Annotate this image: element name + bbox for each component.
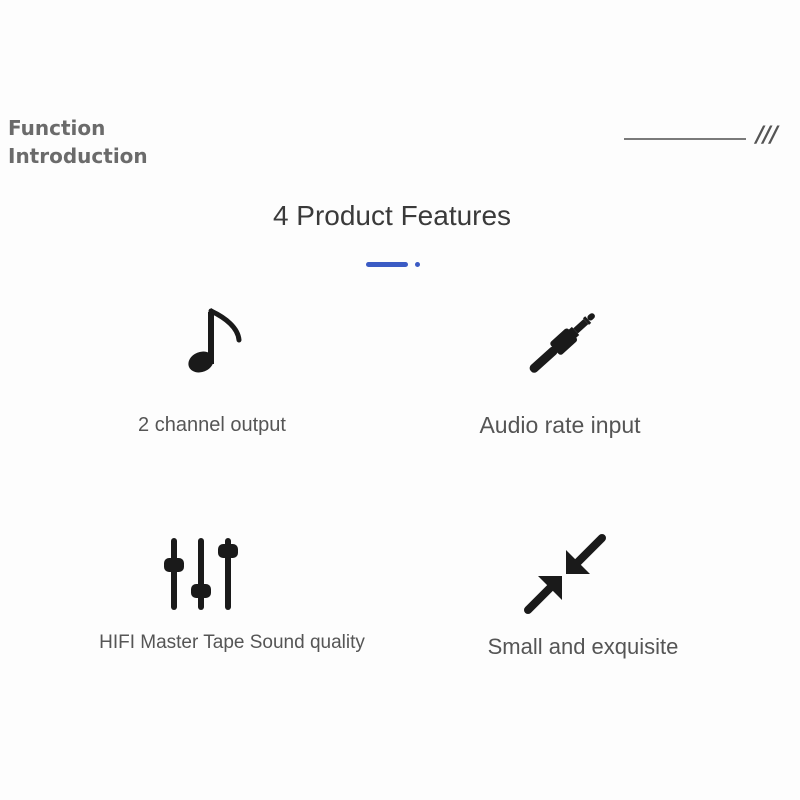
- audio-jack-icon: [529, 313, 595, 373]
- section-label: Function Introduction: [8, 114, 148, 170]
- decorative-line: [624, 138, 746, 140]
- feature-label-hifi-sound-quality: HIFI Master Tape Sound quality: [99, 632, 365, 653]
- decorative-slashes: ///: [756, 123, 778, 148]
- section-label-line2: Introduction: [8, 144, 148, 168]
- equalizer-sliders-icon: [164, 538, 238, 610]
- title-underline-bar: [366, 262, 408, 267]
- music-note-icon: [188, 308, 242, 373]
- feature-label-small-exquisite: Small and exquisite: [487, 634, 679, 659]
- compress-arrows-icon: [524, 534, 606, 614]
- feature-label-audio-rate-input: Audio rate input: [479, 412, 641, 438]
- title-underline-dot: [415, 262, 420, 267]
- section-label-line1: Function: [8, 116, 106, 140]
- page-title: 4 Product Features: [272, 200, 512, 231]
- feature-label-channel-output: 2 channel output: [138, 414, 286, 436]
